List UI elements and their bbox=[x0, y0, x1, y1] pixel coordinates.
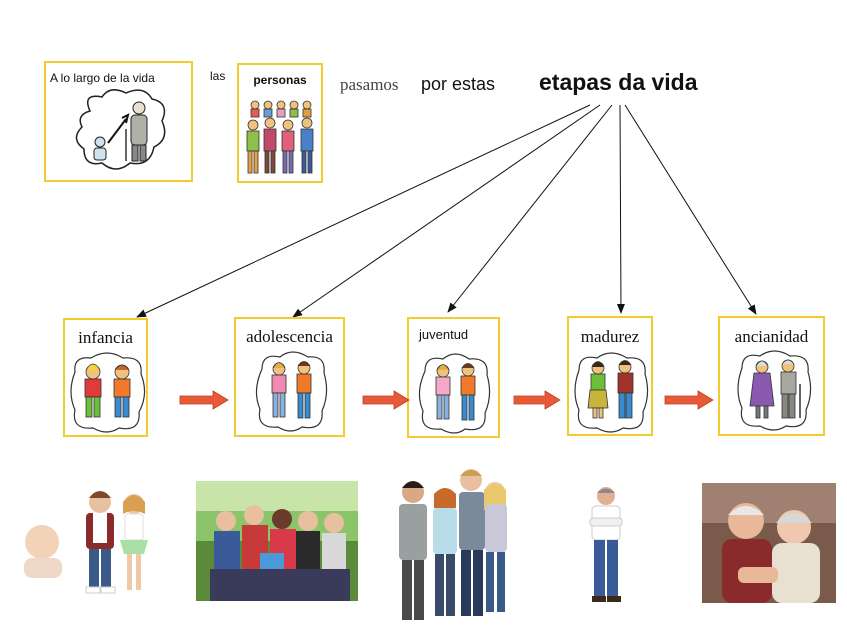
stage-card-ancianidad: ancianidad bbox=[718, 316, 825, 436]
baby-to-elder-arrow-icon bbox=[75, 89, 166, 170]
stage-card-infancia: infancia bbox=[63, 318, 148, 437]
photo-elderly-couple bbox=[702, 483, 836, 603]
people-card: personas bbox=[237, 63, 323, 183]
life-card-label: A lo largo de la vida bbox=[50, 71, 155, 85]
stage-label-juventud: juventud bbox=[419, 327, 469, 342]
flow-arrow-3 bbox=[513, 390, 561, 410]
children-pair-icon bbox=[70, 352, 146, 433]
page-title: etapas da vida bbox=[539, 69, 698, 95]
stage-label-ancianidad: ancianidad bbox=[734, 327, 809, 346]
connector-adolescencia bbox=[292, 104, 601, 318]
photo-children bbox=[24, 491, 148, 594]
stage-card-juventud: juventud bbox=[407, 317, 500, 438]
adult-pair-icon bbox=[574, 352, 649, 433]
people-group-icon bbox=[246, 100, 314, 174]
flow-arrow-1 bbox=[179, 390, 229, 410]
word-por-estas: por estas bbox=[421, 74, 496, 94]
life-card: A lo largo de la vida bbox=[44, 61, 193, 182]
photo-teenagers bbox=[196, 481, 358, 601]
teen-pair-icon bbox=[255, 351, 328, 432]
stage-card-adolescencia: adolescencia bbox=[234, 317, 345, 437]
stage-label-adolescencia: adolescencia bbox=[246, 327, 333, 346]
word-pasamos: pasamos bbox=[340, 75, 399, 94]
people-card-label: personas bbox=[253, 73, 307, 87]
photo-adult-man bbox=[589, 487, 623, 602]
connector-juventud bbox=[447, 104, 613, 313]
young-pair-icon bbox=[418, 353, 491, 434]
stage-label-infancia: infancia bbox=[78, 328, 133, 347]
stage-label-madurez: madurez bbox=[580, 327, 640, 346]
flow-arrow-2 bbox=[362, 390, 410, 410]
photo-young-adults bbox=[389, 464, 513, 634]
connector-madurez bbox=[616, 104, 625, 314]
flow-arrow-4 bbox=[664, 390, 714, 410]
word-las: las bbox=[210, 69, 226, 83]
connector-infancia bbox=[136, 104, 591, 318]
stage-card-madurez: madurez bbox=[567, 316, 653, 436]
elderly-pair-icon bbox=[737, 350, 812, 431]
connector-ancianidad bbox=[624, 104, 757, 315]
